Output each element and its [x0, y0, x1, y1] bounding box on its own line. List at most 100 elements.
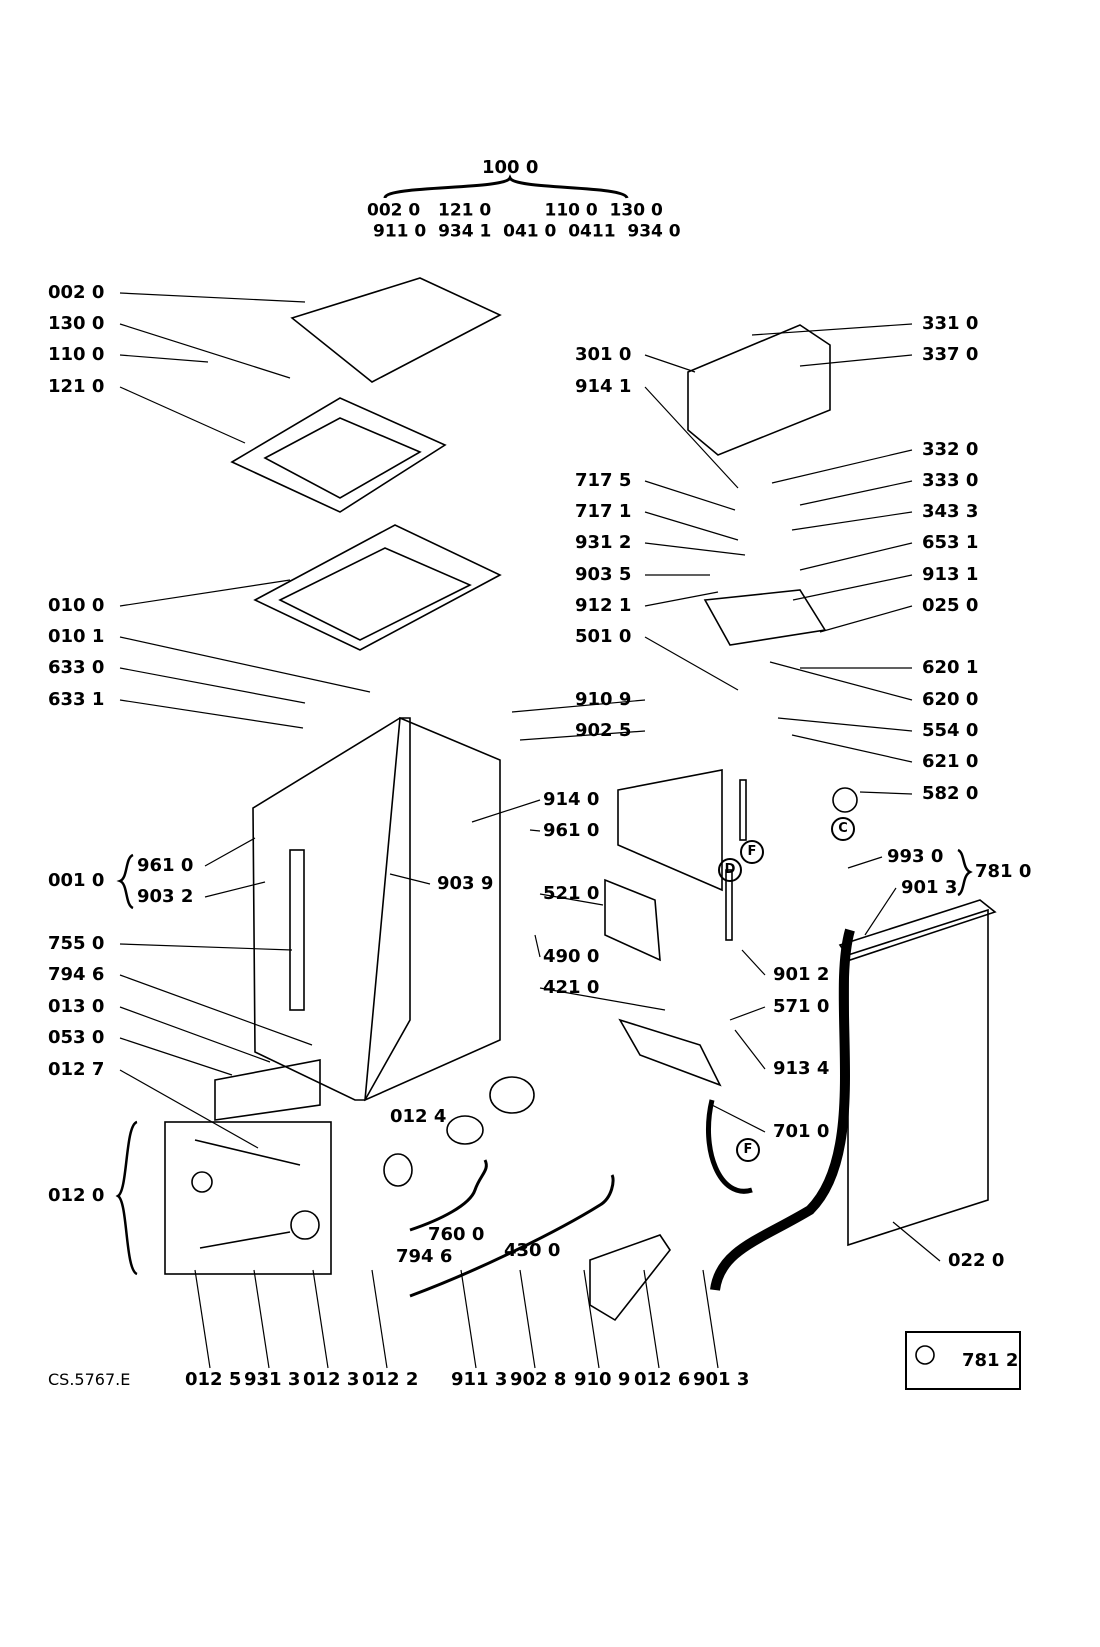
circled-marker: F	[740, 840, 764, 864]
leader-line	[644, 636, 739, 691]
part-label: 903 2	[137, 886, 194, 907]
part-label: 961 0	[543, 820, 600, 841]
control-panel	[687, 324, 831, 456]
leader-line	[583, 1269, 600, 1369]
leader-line	[119, 1069, 259, 1149]
part-label: 621 0	[922, 751, 979, 772]
part-label: 717 1	[575, 501, 632, 522]
leader-line	[734, 1029, 766, 1070]
pump-cap	[383, 1153, 413, 1187]
brace-430-0	[409, 1174, 615, 1298]
inset-lever	[199, 1231, 291, 1249]
circled-marker: F	[736, 1138, 760, 1162]
leader-line	[529, 829, 541, 832]
part-label: 025 0	[922, 595, 979, 616]
leader-line	[253, 1269, 270, 1369]
part-label: 902 5	[575, 720, 632, 741]
cabinet-back	[364, 716, 501, 1102]
part-label: 013 0	[48, 996, 105, 1017]
leader-line	[799, 542, 913, 571]
circled-marker: C	[831, 817, 855, 841]
brace-001-0	[116, 853, 134, 910]
rod-upper	[739, 779, 747, 841]
leader-line	[119, 667, 306, 704]
part-label: 010 1	[48, 626, 105, 647]
leader-line	[119, 323, 291, 379]
leader-line	[791, 734, 913, 763]
part-label: 333 0	[922, 470, 979, 491]
leader-line	[204, 837, 256, 867]
leader-line	[892, 1221, 941, 1262]
control-module	[604, 878, 661, 962]
pump-motor	[489, 1076, 535, 1114]
part-label: 993 0	[887, 846, 944, 867]
part-label: 012 5	[185, 1369, 242, 1390]
cabinet-left	[252, 717, 411, 1101]
part-label: 012 0	[48, 1185, 105, 1206]
tub-cover-window	[278, 547, 472, 641]
drain-hose-pipe	[289, 849, 305, 1011]
part-label: 421 0	[543, 977, 600, 998]
inset-wheel	[191, 1171, 213, 1193]
inset-box	[164, 1121, 332, 1275]
part-label: 760 0	[428, 1224, 485, 1245]
inset-reference-label: 781 2	[962, 1350, 1019, 1371]
part-label: 961 0	[137, 855, 194, 876]
leader-line	[792, 574, 913, 601]
part-label: 012 4	[390, 1106, 447, 1127]
part-label: 012 6	[634, 1369, 691, 1390]
part-label: 911 3	[451, 1369, 508, 1390]
leader-line	[702, 1269, 719, 1369]
leader-line	[519, 1269, 536, 1369]
leader-line	[119, 974, 313, 1046]
part-label: 121 0	[48, 376, 105, 397]
part-label: 914 1	[575, 376, 632, 397]
leader-line	[312, 1269, 329, 1369]
part-label: 910 9	[574, 1369, 631, 1390]
part-label: 053 0	[48, 1027, 105, 1048]
drawing-code: CS.5767.E	[48, 1370, 131, 1389]
part-label: 337 0	[922, 344, 979, 365]
part-label: 914 0	[543, 789, 600, 810]
part-label: 653 1	[922, 532, 979, 553]
top-frame-window	[263, 417, 422, 499]
part-label: 717 5	[575, 470, 632, 491]
leader-line	[519, 730, 646, 741]
part-label: 794 6	[48, 964, 105, 985]
part-label: 301 0	[575, 344, 632, 365]
part-label: 903 9	[437, 873, 494, 894]
part-label: 901 2	[773, 964, 830, 985]
part-label: 001 0	[48, 870, 105, 891]
leader-line	[511, 699, 646, 713]
part-label: 130 0	[48, 313, 105, 334]
part-label: 755 0	[48, 933, 105, 954]
leader-line	[119, 292, 306, 303]
part-label: 501 0	[575, 626, 632, 647]
part-label: 490 0	[543, 946, 600, 967]
side-panel	[847, 908, 989, 1247]
pump-bracket	[618, 1018, 722, 1087]
brace-781-0	[957, 848, 973, 897]
leader-line	[119, 579, 291, 607]
part-label: 633 0	[48, 657, 105, 678]
leader-line	[741, 949, 766, 976]
part-label: 902 8	[510, 1369, 567, 1390]
leader-line	[371, 1269, 388, 1369]
assembly-label: 100 0	[482, 157, 539, 178]
leader-line	[711, 1104, 766, 1133]
leader-line	[729, 1006, 766, 1021]
inlet-hose	[706, 1099, 753, 1194]
part-label: 010 0	[48, 595, 105, 616]
part-label: 781 0	[975, 861, 1032, 882]
part-label: 022 0	[948, 1250, 1005, 1271]
leader-line	[791, 511, 913, 531]
leader-line	[644, 542, 746, 556]
part-label: 901 3	[901, 877, 958, 898]
leader-line	[644, 386, 739, 489]
part-label: 931 3	[244, 1369, 301, 1390]
part-label: 913 1	[922, 564, 979, 585]
leader-line	[847, 856, 883, 869]
leader-line	[539, 893, 604, 906]
leader-line	[119, 386, 246, 444]
